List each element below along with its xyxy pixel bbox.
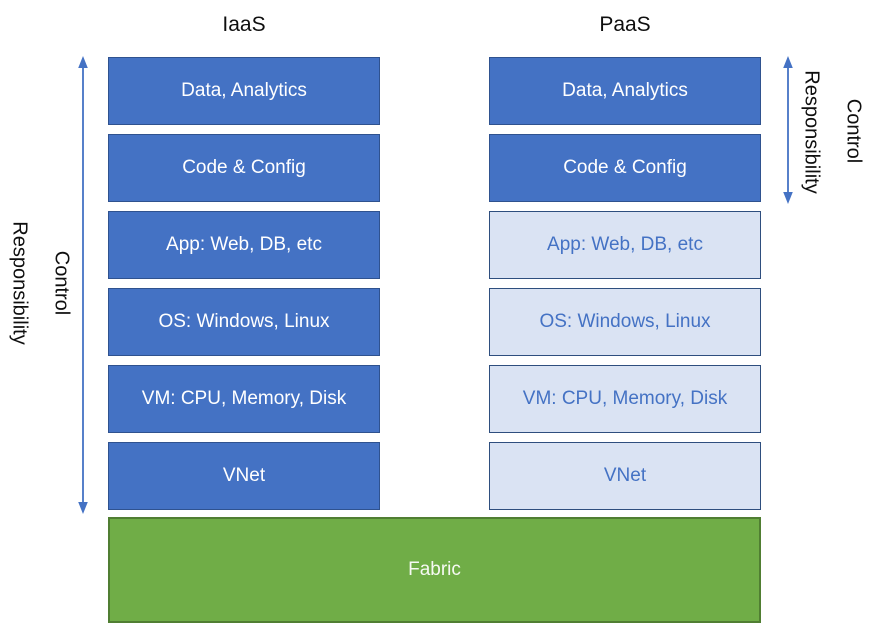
iaas-data-analytics-label: Data, Analytics xyxy=(181,80,307,101)
fabric-box: Fabric xyxy=(108,517,761,623)
paas-code-config-box: Code & Config xyxy=(489,134,761,202)
left-control-label: Control xyxy=(50,250,73,316)
right-responsibility-label: Responsibility xyxy=(800,70,823,194)
paas-app-box: App: Web, DB, etc xyxy=(489,211,761,279)
iaas-vnet-box: VNet xyxy=(108,442,380,510)
paas-vm-label: VM: CPU, Memory, Disk xyxy=(522,388,728,409)
iaas-code-config-label: Code & Config xyxy=(182,157,306,178)
left-responsibility-label: Responsibility xyxy=(8,221,31,345)
iaas-data-analytics-box: Data, Analytics xyxy=(108,57,380,125)
iaas-code-config-box: Code & Config xyxy=(108,134,380,202)
left-double-arrow-icon xyxy=(78,56,88,514)
paas-stack: Data, Analytics Code & Config App: Web, … xyxy=(489,57,761,510)
iaas-vm-label: VM: CPU, Memory, Disk xyxy=(141,388,347,409)
paas-vnet-box: VNet xyxy=(489,442,761,510)
paas-data-analytics-box: Data, Analytics xyxy=(489,57,761,125)
iaas-stack: Data, Analytics Code & Config App: Web, … xyxy=(108,57,380,510)
paas-app-label: App: Web, DB, etc xyxy=(547,234,703,255)
paas-vnet-label: VNet xyxy=(603,465,647,486)
iaas-column-title: IaaS xyxy=(222,13,266,36)
fabric-label: Fabric xyxy=(408,559,461,580)
iaas-os-label: OS: Windows, Linux xyxy=(158,311,330,332)
right-control-label: Control xyxy=(842,98,865,164)
paas-data-analytics-label: Data, Analytics xyxy=(562,80,688,101)
paas-os-label: OS: Windows, Linux xyxy=(539,311,711,332)
paas-os-box: OS: Windows, Linux xyxy=(489,288,761,356)
paas-code-config-label: Code & Config xyxy=(563,157,687,178)
paas-column-title: PaaS xyxy=(599,13,651,36)
iaas-os-box: OS: Windows, Linux xyxy=(108,288,380,356)
paas-vm-box: VM: CPU, Memory, Disk xyxy=(489,365,761,433)
iaas-vm-box: VM: CPU, Memory, Disk xyxy=(108,365,380,433)
iaas-vnet-label: VNet xyxy=(222,465,266,486)
iaas-app-label: App: Web, DB, etc xyxy=(166,234,322,255)
iaas-app-box: App: Web, DB, etc xyxy=(108,211,380,279)
right-double-arrow-icon xyxy=(783,56,793,204)
